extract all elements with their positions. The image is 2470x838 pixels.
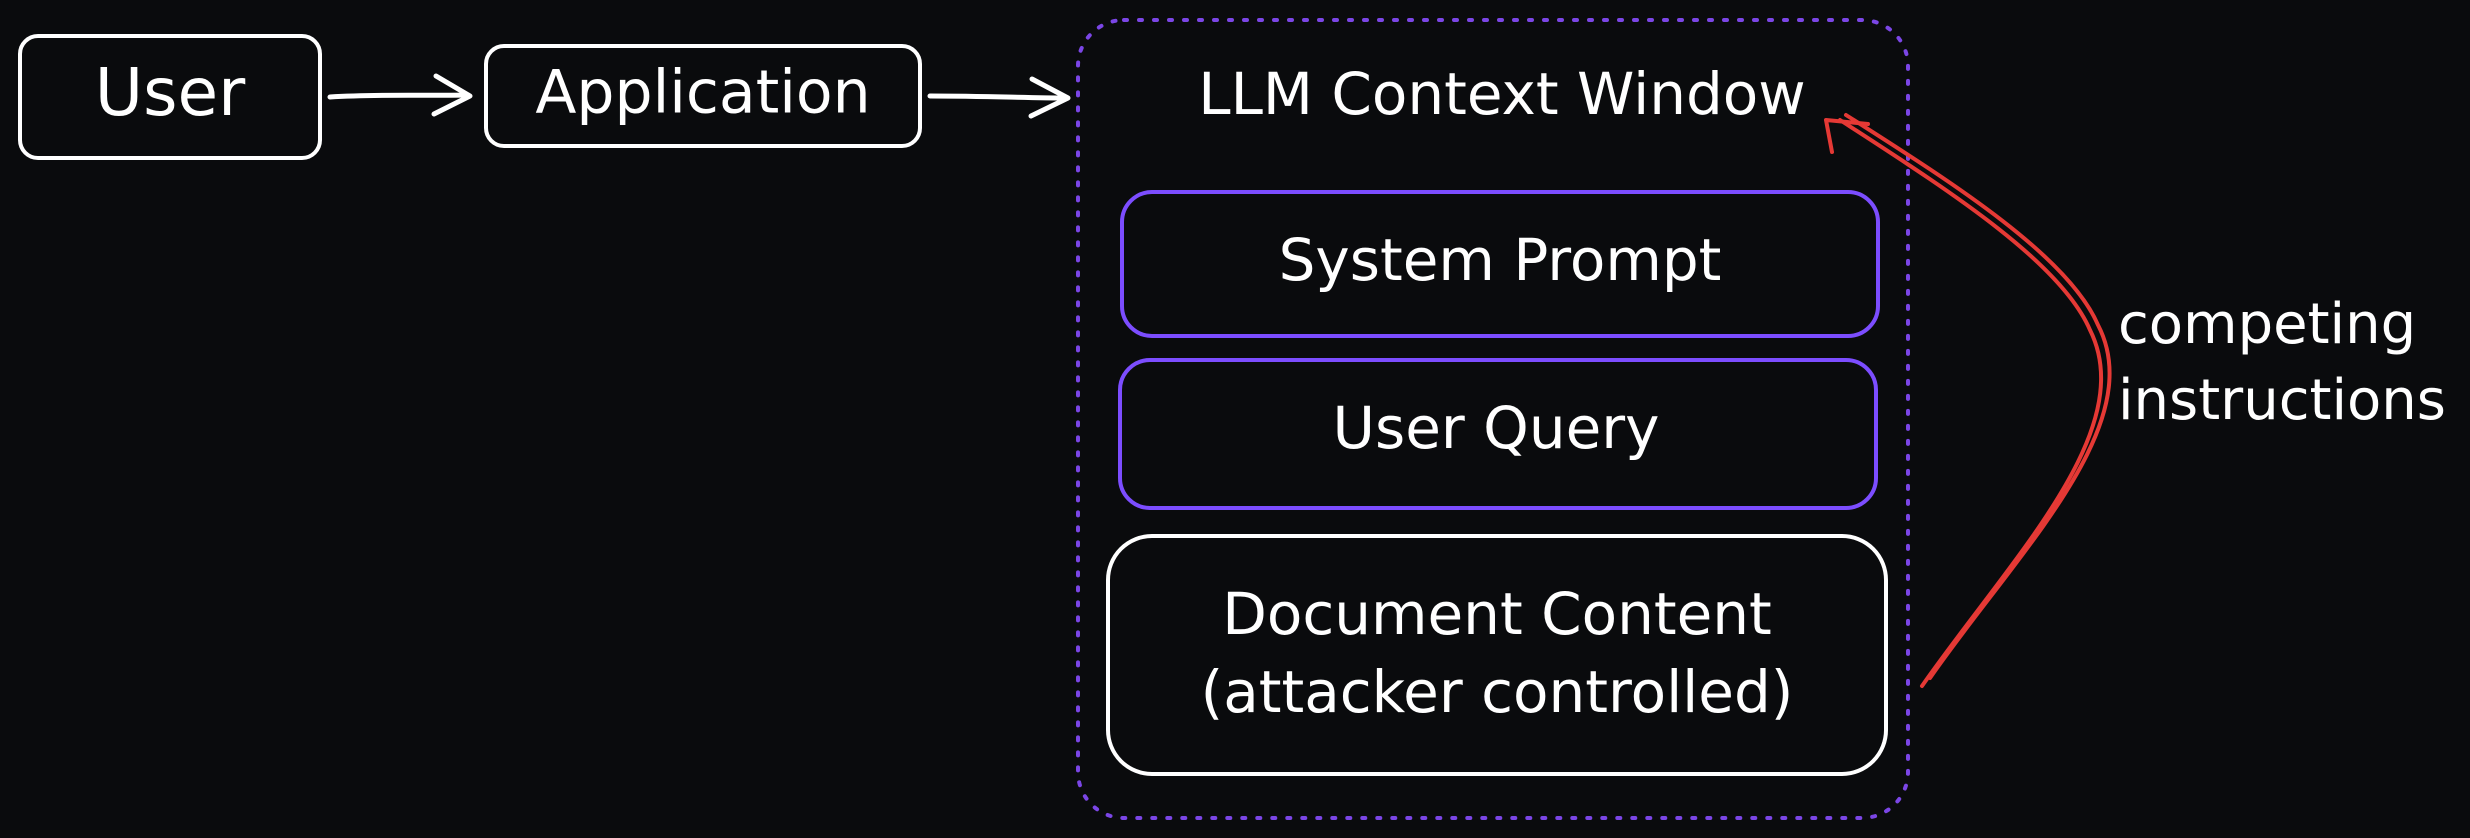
user-node-box [18,34,322,160]
user-query-box [1118,358,1878,510]
system-prompt-label: System Prompt [1279,226,1722,294]
user-node-label: User [95,54,246,131]
user-query-label: User Query [1333,394,1660,462]
context-window-title: LLM Context Window [1198,60,1805,128]
document-content-box [1106,534,1888,776]
arrow-application-to-context [927,76,1071,119]
annotation-line2: instructions [2118,368,2446,433]
application-node-label: Application [535,58,870,128]
competing-instructions-arrow [1824,113,2112,688]
annotation-line1: competing [2118,292,2416,357]
document-content-label-line1: Document Content [1222,580,1772,648]
arrow-user-to-application [327,73,473,117]
document-content-label-line2: (attacker controlled) [1201,658,1794,726]
application-node-box [484,44,922,148]
system-prompt-box [1120,190,1880,338]
